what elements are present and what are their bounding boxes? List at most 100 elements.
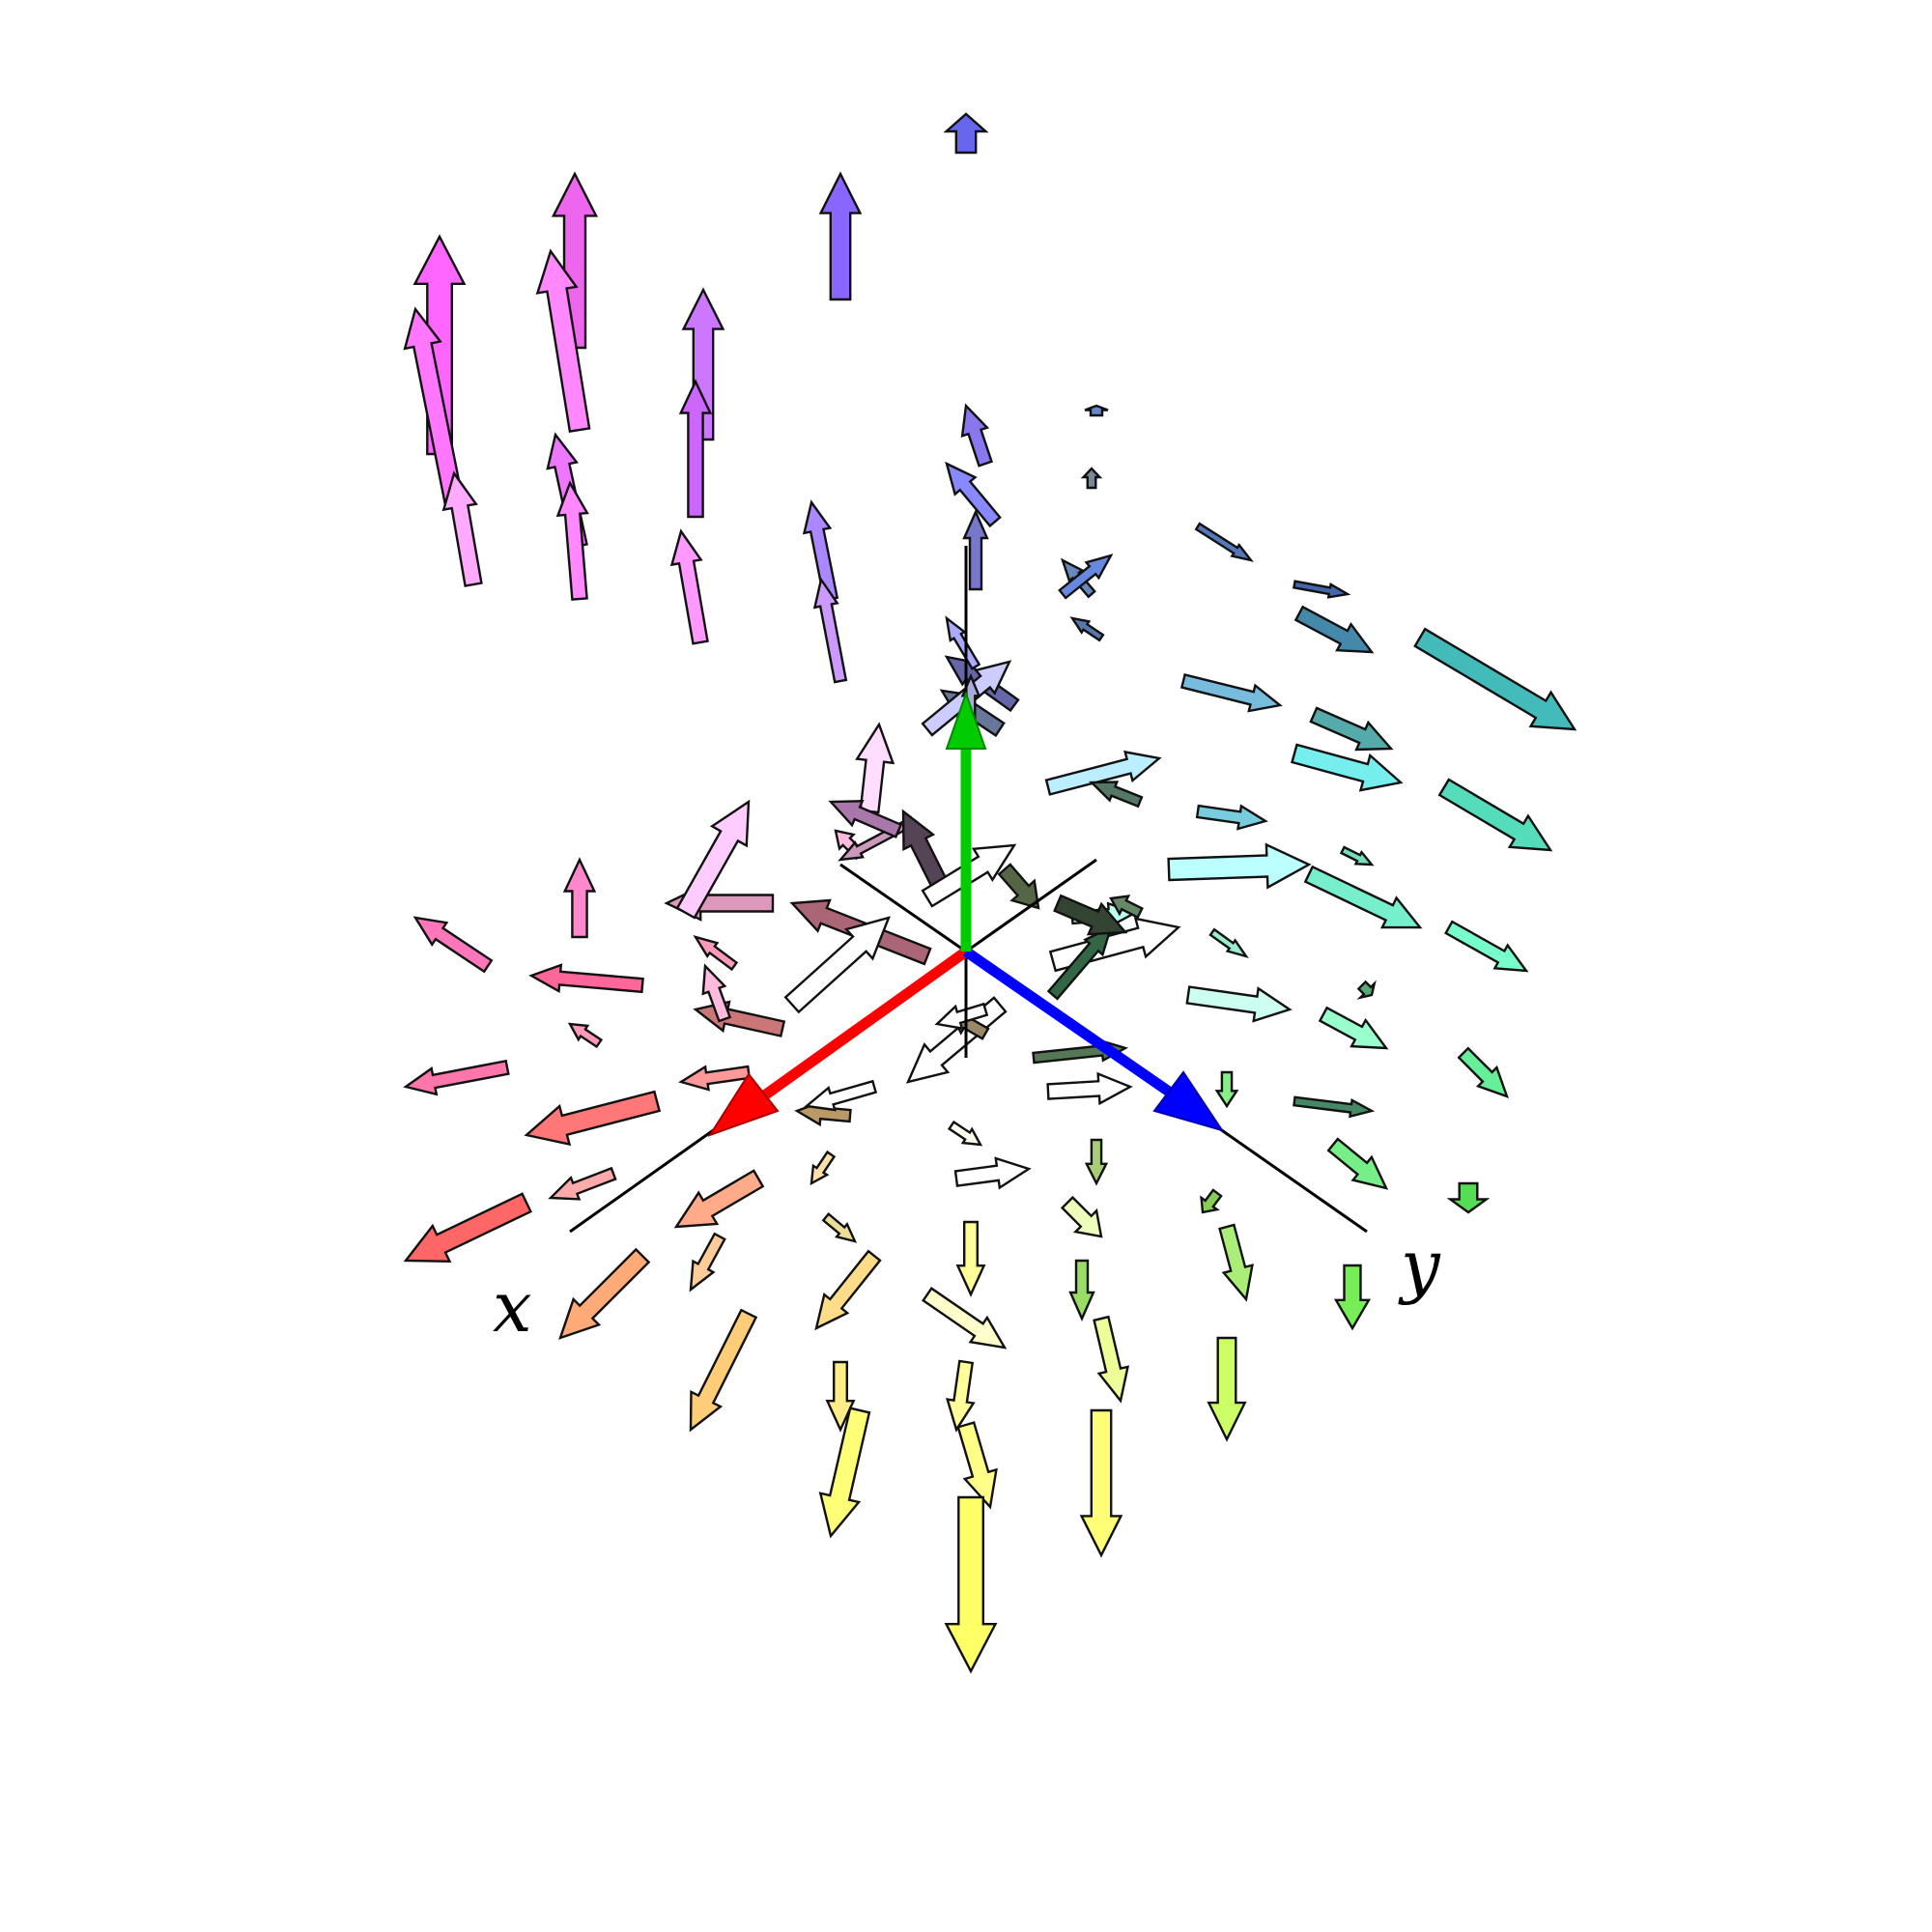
vector-arrow-a35 (1167, 842, 1312, 890)
vector-arrow-a12 (441, 470, 483, 587)
vector-arrow-a53 (1207, 1336, 1247, 1442)
vector-arrow-a22 (1069, 616, 1105, 642)
vector-arrow-a31 (1437, 778, 1553, 852)
vector-arrow-a29 (1309, 706, 1394, 752)
vector-arrows (403, 112, 1577, 1674)
x-axis-label: x (493, 1266, 532, 1348)
vector-arrow-a14 (812, 577, 848, 684)
vector-arrow-a68 (818, 1406, 871, 1539)
vector-arrow-a48 (1214, 1070, 1239, 1109)
vector-arrow-a23 (1058, 554, 1114, 600)
vector-arrow-a67 (825, 1360, 856, 1433)
vector-arrow-a27 (1413, 627, 1577, 731)
vector-arrow-a96 (783, 916, 891, 1014)
vector-arrow-a63 (922, 1287, 1008, 1350)
vector-arrow-a57 (1079, 1408, 1123, 1558)
vector-arrow-a16 (962, 509, 989, 591)
vector-arrow-a62 (953, 1156, 1032, 1190)
vector-arrow-b12 (1080, 467, 1103, 490)
vector-arrow-b07 (1053, 894, 1128, 936)
vector-arrow-a90 (562, 857, 597, 939)
vector-arrow-a50 (1333, 1264, 1372, 1331)
vector-arrow-a47 (1326, 1137, 1389, 1190)
vector-arrow-a72 (947, 1120, 983, 1147)
vector-arrow-a07 (943, 112, 989, 155)
vector-arrow-a87 (567, 1022, 604, 1049)
vector-arrow-a04 (535, 248, 591, 433)
vector-arrow-a88 (528, 963, 644, 994)
y-axis-back-line (839, 863, 967, 953)
axes-triad: x y (493, 546, 1441, 1348)
x-axis-arrow (707, 947, 970, 1137)
vector-arrow-a76 (673, 1169, 765, 1229)
vector-arrow-a45 (1457, 1046, 1509, 1098)
vector-arrow-a89 (412, 916, 494, 974)
x-axis-back-line (965, 858, 1097, 953)
vector-arrow-b05 (997, 863, 1040, 910)
vector-arrow-a34 (1195, 804, 1268, 831)
vector-arrow-a71 (810, 1150, 837, 1186)
vector-arrow-a25 (1293, 580, 1351, 599)
vector-arrow-a30 (1291, 743, 1404, 792)
vector-arrow-a92 (701, 963, 732, 1023)
y-axis-arrow (962, 947, 1225, 1132)
vector-arrow-a49 (1446, 1181, 1491, 1214)
vector-arrow-a24 (1194, 522, 1254, 562)
vector-arrow-a06 (818, 171, 863, 301)
vector-arrow-b02 (828, 799, 903, 838)
y-axis-label: y (1398, 1225, 1441, 1306)
vector-arrow-a59 (1046, 1071, 1133, 1106)
vector-arrow-b01 (855, 722, 895, 814)
vector-arrow-a56 (1093, 1315, 1130, 1404)
vector-arrow-a44 (1356, 980, 1377, 1000)
vector-arrow-a55 (1060, 1195, 1103, 1238)
vector-arrow-a08 (678, 379, 713, 519)
vector-arrow-a85 (678, 1065, 752, 1092)
vector-arrow-a36 (1303, 865, 1423, 929)
vector-arrow-a01 (412, 234, 467, 456)
vector-arrow-b08 (1109, 895, 1144, 920)
vector-arrow-a79 (905, 996, 1008, 1084)
vector-arrow-a19 (945, 615, 981, 670)
vector-arrow-a28 (1179, 672, 1283, 713)
vector-arrow-a37 (1339, 845, 1375, 867)
vector-arrow-a86 (403, 1059, 510, 1096)
vector-arrow-a65 (956, 1421, 998, 1510)
vector-arrow-a33 (1089, 781, 1144, 809)
vector-arrow-a26 (1293, 605, 1375, 654)
vector-arrow-a83 (524, 1090, 662, 1147)
vector-arrow-a46 (1293, 1095, 1376, 1119)
vector-arrow-a17 (945, 461, 1002, 528)
vector-arrow-a15 (960, 403, 994, 468)
vector-arrow-a69 (814, 1249, 882, 1331)
vector-arrow-a42 (1185, 985, 1293, 1023)
vector-arrow-a51 (1218, 1223, 1254, 1302)
vector-arrow-a64 (946, 1359, 976, 1433)
vector-arrow-a81 (934, 1002, 989, 1031)
vector-arrow-a32 (1044, 750, 1162, 796)
vector-arrow-a78 (804, 1079, 878, 1112)
vector-arrow-a70 (821, 1212, 858, 1243)
z-axis-arrow (945, 690, 987, 952)
vector-arrow-a10 (555, 480, 589, 601)
vector-arrow-a54 (1068, 1259, 1095, 1321)
vector-arrow-a82 (403, 1192, 532, 1264)
vector-arrow-a58 (1084, 1138, 1109, 1186)
vector-arrow-a74 (689, 1232, 726, 1293)
vector-arrow-a99 (675, 799, 751, 920)
vector-arrow-a52 (1200, 1188, 1223, 1214)
vector-arrow-a41 (1208, 927, 1249, 959)
vector-arrow-a84 (548, 1166, 617, 1201)
vector-arrow-a73 (689, 1308, 758, 1433)
vector-arrow-a61 (955, 1220, 986, 1297)
vector-arrow-a43 (1318, 1006, 1389, 1050)
vector-arrow-a91 (693, 1000, 786, 1037)
vector-arrow-a03 (403, 306, 465, 506)
vector-arrow-a38 (1444, 920, 1529, 973)
vector-arrow-a20 (1084, 404, 1109, 417)
vector-arrow-a11 (669, 528, 709, 645)
vector-arrow-a93 (693, 935, 739, 972)
vector-arrow-a75 (558, 1247, 651, 1340)
